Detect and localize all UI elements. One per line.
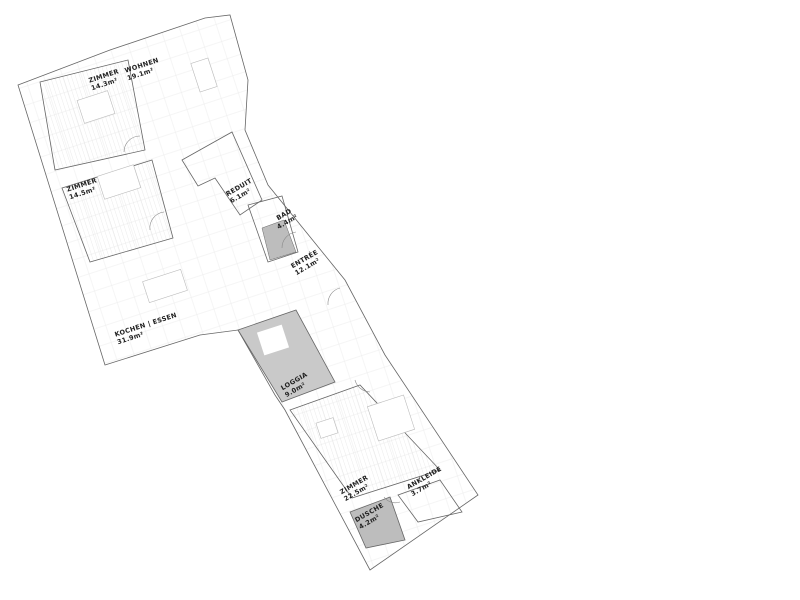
room-dusche-wet	[349, 496, 406, 549]
room-reduit	[181, 131, 263, 216]
room-zimmer-3-floor	[289, 384, 441, 499]
furniture	[76, 57, 416, 442]
room-bad-floor	[247, 195, 299, 263]
room-ankleide	[397, 479, 463, 523]
door-swings	[123, 135, 401, 504]
room-bad-wet	[261, 219, 297, 261]
